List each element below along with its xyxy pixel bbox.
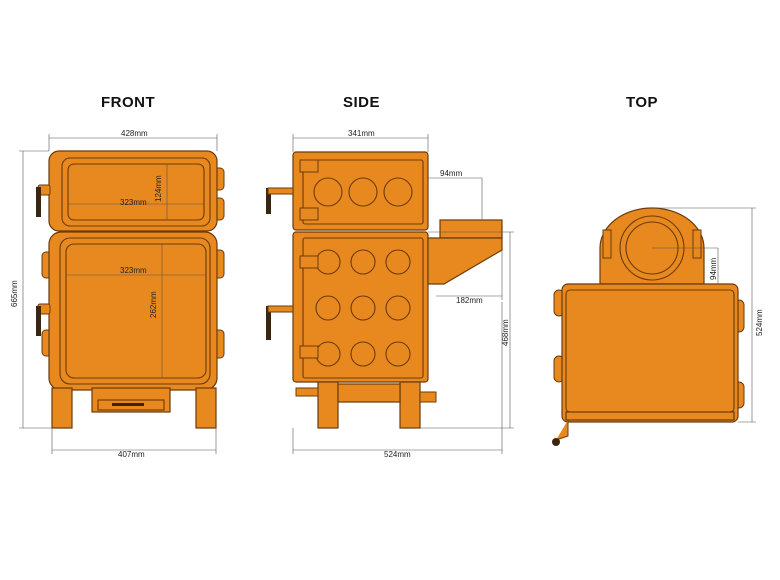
front-lower-door-width-label: 323mm	[120, 266, 147, 275]
side-flue-offset-label: 94mm	[440, 169, 463, 178]
side-rear-bracket	[295, 387, 319, 397]
front-upper-handle-icon	[36, 187, 41, 217]
top-flue-bolt-left	[602, 229, 612, 259]
side-left-leg	[317, 381, 339, 429]
side-upper-port-3	[383, 177, 413, 207]
side-lower-port-3	[385, 249, 411, 275]
side-ash-drawer	[337, 383, 401, 403]
side-drawer-knob	[419, 391, 437, 403]
side-lower-height-label: 468mm	[501, 319, 510, 346]
side-lower-port-6	[385, 295, 411, 321]
side-hinge-2	[299, 207, 319, 221]
side-lower-port-2	[350, 249, 376, 275]
side-lower-handle-arm	[267, 305, 294, 313]
front-upper-door-height-label: 124mm	[154, 175, 163, 202]
side-lower-port-5	[350, 295, 376, 321]
side-total-depth-label: 524mm	[384, 450, 411, 459]
side-upper-handle-arm	[267, 187, 294, 195]
top-total-depth-label: 524mm	[755, 309, 764, 336]
front-base-width-label: 407mm	[118, 450, 145, 459]
front-total-height-label: 665mm	[10, 280, 19, 307]
side-lower-port-4	[315, 295, 341, 321]
front-lower-door-height-label: 262mm	[149, 291, 158, 318]
side-upper-handle-icon	[266, 188, 271, 214]
front-left-leg	[51, 387, 73, 429]
side-hopper	[427, 237, 503, 285]
side-lower-port-1	[315, 249, 341, 275]
side-hopper-depth-label: 182mm	[456, 296, 483, 305]
top-main-panel	[565, 289, 735, 413]
side-hinge-3	[299, 255, 319, 269]
side-lower-port-8	[350, 341, 376, 367]
side-view-title: SIDE	[343, 94, 381, 111]
front-upper-door-width-label: 323mm	[120, 198, 147, 207]
front-lower-door-panel	[65, 243, 207, 379]
top-flue-offset-label: 94mm	[709, 257, 718, 280]
front-ash-drawer-slot	[112, 403, 144, 406]
side-hinge-1	[299, 159, 319, 173]
top-view-title: TOP	[626, 94, 659, 111]
side-hopper-top	[439, 219, 503, 239]
side-top-width-label: 341mm	[348, 129, 375, 138]
side-hinge-4	[299, 345, 319, 359]
front-view-title: FRONT	[101, 94, 156, 111]
side-view: 341mm 94mm 182mm 468mm 524mm	[266, 129, 514, 459]
top-crank-knob-icon	[552, 438, 560, 446]
side-lower-port-9	[385, 341, 411, 367]
top-flue-bolt-right	[692, 229, 702, 259]
side-lower-port-7	[315, 341, 341, 367]
top-crank-arm	[555, 420, 569, 441]
front-view: 428mm 323mm 124mm 323mm 262mm 665mm 407m…	[10, 129, 225, 459]
side-lower-handle-icon	[266, 306, 271, 340]
side-right-leg	[399, 381, 421, 429]
top-view: 94mm 524mm	[552, 207, 764, 446]
top-front-rail	[565, 411, 735, 421]
front-upper-door-panel	[67, 163, 205, 221]
front-right-leg	[195, 387, 217, 429]
front-lower-handle-icon	[36, 306, 41, 336]
side-upper-port-1	[313, 177, 343, 207]
side-upper-port-2	[348, 177, 378, 207]
front-top-width-label: 428mm	[121, 129, 148, 138]
